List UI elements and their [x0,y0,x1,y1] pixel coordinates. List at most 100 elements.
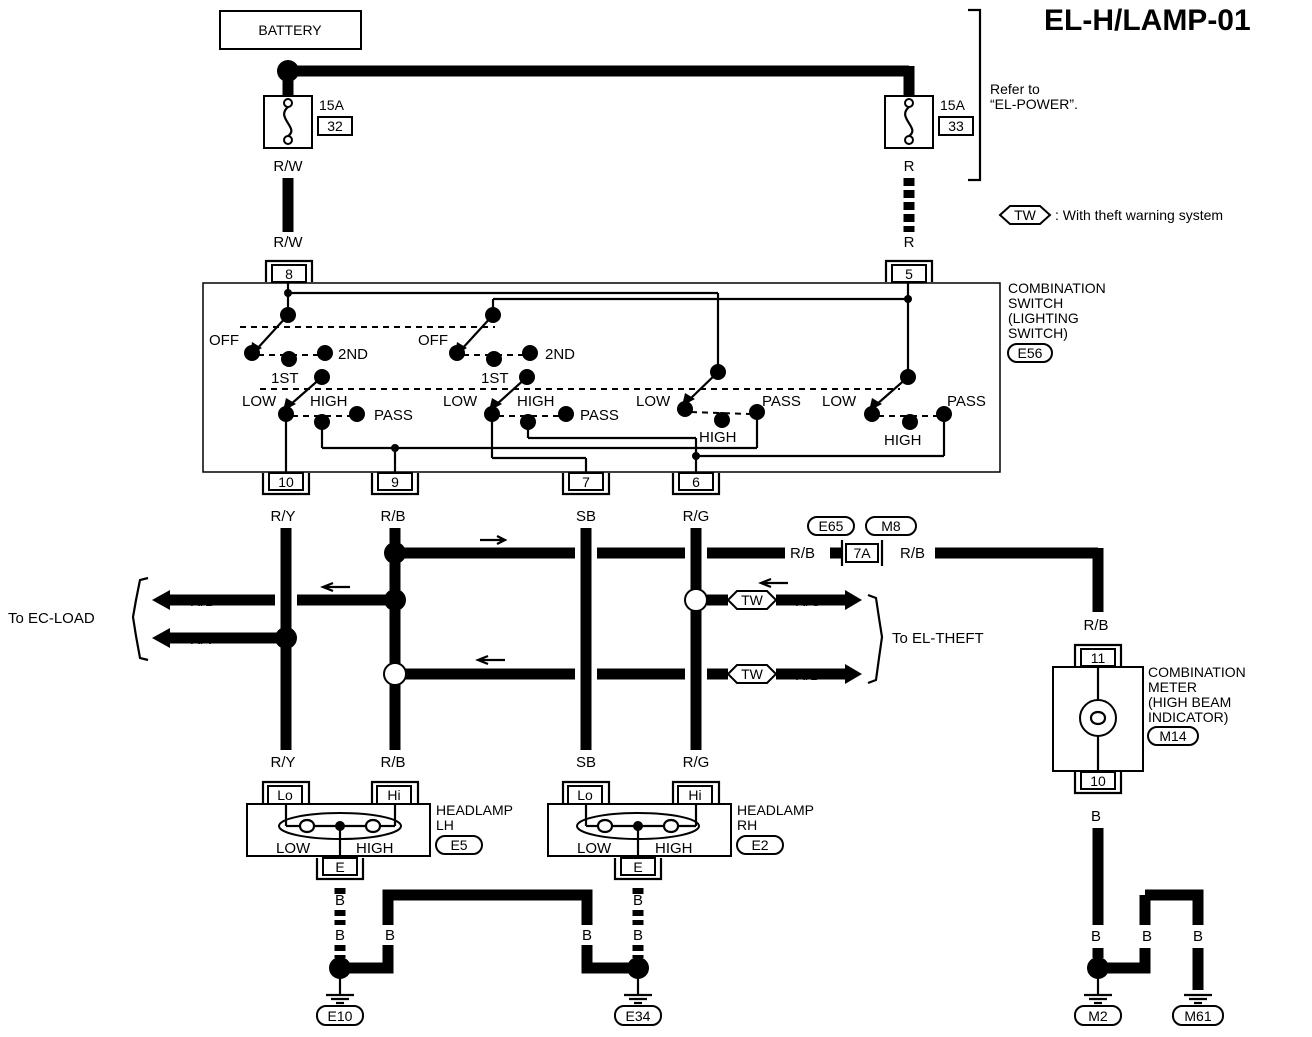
svg-text:PASS: PASS [374,407,413,424]
combination-switch-label: COMBINATION SWITCH (LIGHTING SWITCH) [1008,280,1106,341]
terminal-6 [671,472,721,496]
connector-7a-bracket [840,540,884,566]
to-el-theft-label: To EL-THEFT [892,630,984,647]
ground-splice-e10 [329,957,351,979]
flow-arrow-right [480,535,508,545]
wire-label-lh-ground-b2: B [335,927,345,944]
e10-badge [316,1005,364,1026]
fuse-33-num-box [938,116,974,136]
rh-lo-pin: Lo [577,787,593,803]
wire-m2-m61-jumper [1098,948,1151,974]
wire-label-rw-upper: R/W [273,158,303,175]
lh-lo-pin: Lo [277,787,293,803]
optional-splice-rb [383,662,407,686]
to-el-theft-branch [405,590,862,684]
svg-text:LOW: LOW [242,393,277,410]
fuse-33-amps: 15A [940,97,966,113]
headlamp-rh [547,780,732,881]
ground-wiring [334,888,1100,995]
battery-label: BATTERY [258,22,322,38]
headlamp-lh-line2: LH [436,817,454,833]
wire-label-meter-b: B [1091,808,1101,825]
svg-text:2ND: 2ND [545,346,575,363]
ground-e10-icon [326,993,354,1005]
switch-position-labels: OFF 1ST 2ND LOW HIGH PASS OFF 1ST 2ND LO… [209,332,986,449]
e2-code: E2 [751,837,768,853]
m2-badge [1074,1005,1122,1026]
wire-label-rb-top: R/B [380,508,405,525]
tw-legend-symbol [998,205,1052,225]
connector-7a-pin: 7A [853,545,871,561]
headlamp-rh-line2: RH [737,817,757,833]
rh-e-pin: E [633,859,642,875]
ground-m2-icon [1084,993,1112,1005]
el-theft-brace [867,593,884,685]
page-title: EL-H/LAMP-01 [1044,4,1251,37]
lh-hi-pin: Hi [387,787,400,803]
rh-high-label: HIGH [655,840,693,857]
to-ec-load-label: To EC-LOAD [8,610,95,627]
flow-arrow-left-1 [320,581,350,593]
wire-label-rg-bottom: R/G [683,754,710,771]
flow-arrow-left-2 [758,577,788,589]
wire-label-m61-b: B [1193,928,1203,945]
tw-legend-text: : With theft warning system [1055,207,1223,223]
m61-code: M61 [1184,1008,1211,1024]
refer-line1: Refer to [990,81,1040,97]
svg-text:LOW: LOW [822,393,857,410]
rh-low-label: LOW [577,840,612,857]
connector-7a [845,543,879,563]
fuse-33-number: 33 [948,118,964,134]
m14-badge [1147,726,1199,746]
wire-label-rb-connector-left: R/B [790,545,815,562]
refer-bracket [968,8,982,182]
terminal-9 [370,472,420,496]
battery-box [219,10,362,50]
m8-badge [865,516,917,536]
terminal-7-label: 7 [582,474,590,490]
combination-meter-label: COMBINATION METER (HIGH BEAM INDICATOR) [1148,664,1246,725]
fuse-33 [884,95,934,149]
wire-label-ec-rb: R/B [190,593,215,610]
tw-symbol-2 [726,664,778,684]
meter-pin-10 [1073,771,1123,795]
terminal-5-label: 5 [905,266,913,282]
terminal-5 [884,259,934,283]
svg-text:PASS: PASS [947,393,986,410]
svg-text:COMBINATION: COMBINATION [1148,664,1246,680]
ground-splice-e34 [627,957,649,979]
headlamp-lh [246,780,431,881]
svg-text:PASS: PASS [580,407,619,424]
wire-label-rb-connector-right: R/B [900,545,925,562]
fuse-32 [263,95,313,149]
ground-e34-icon [624,993,652,1005]
terminal-10 [261,472,311,496]
optional-splice-rg [684,588,708,612]
svg-text:LOW: LOW [636,393,671,410]
e65-code: E65 [819,518,844,534]
meter-pin-11 [1073,643,1123,667]
e56-code: E56 [1018,345,1043,361]
wire-label-theft-rb: R/B [795,667,820,684]
wire-label-meter-rb: R/B [1083,617,1108,634]
terminal-7 [561,472,611,496]
flow-arrow-left-3 [475,654,505,666]
svg-text:OFF: OFF [418,332,448,349]
refer-line2: “EL-POWER”. [990,96,1078,112]
wire-label-r-lower: R [904,234,915,251]
svg-text:(LIGHTING: (LIGHTING [1008,310,1079,326]
fuse-32-num-box [317,116,353,136]
e5-code: E5 [450,837,467,853]
wire-label-jumper-b: B [1142,928,1152,945]
e2-badge [736,835,784,855]
wire-label-ry-top: R/Y [270,508,295,525]
fuse-32-amps: 15A [319,97,345,113]
ec-load-brace [131,576,149,662]
headlamp-lh-line1: HEADLAMP [436,802,513,818]
e34-code: E34 [626,1008,651,1024]
m8-code: M8 [881,518,901,534]
wire-label-sb-top: SB [576,508,596,525]
wire-label-theft-rg: R/G [795,593,822,610]
svg-text:METER: METER [1148,679,1197,695]
wire-label-m2-b: B [1091,928,1101,945]
